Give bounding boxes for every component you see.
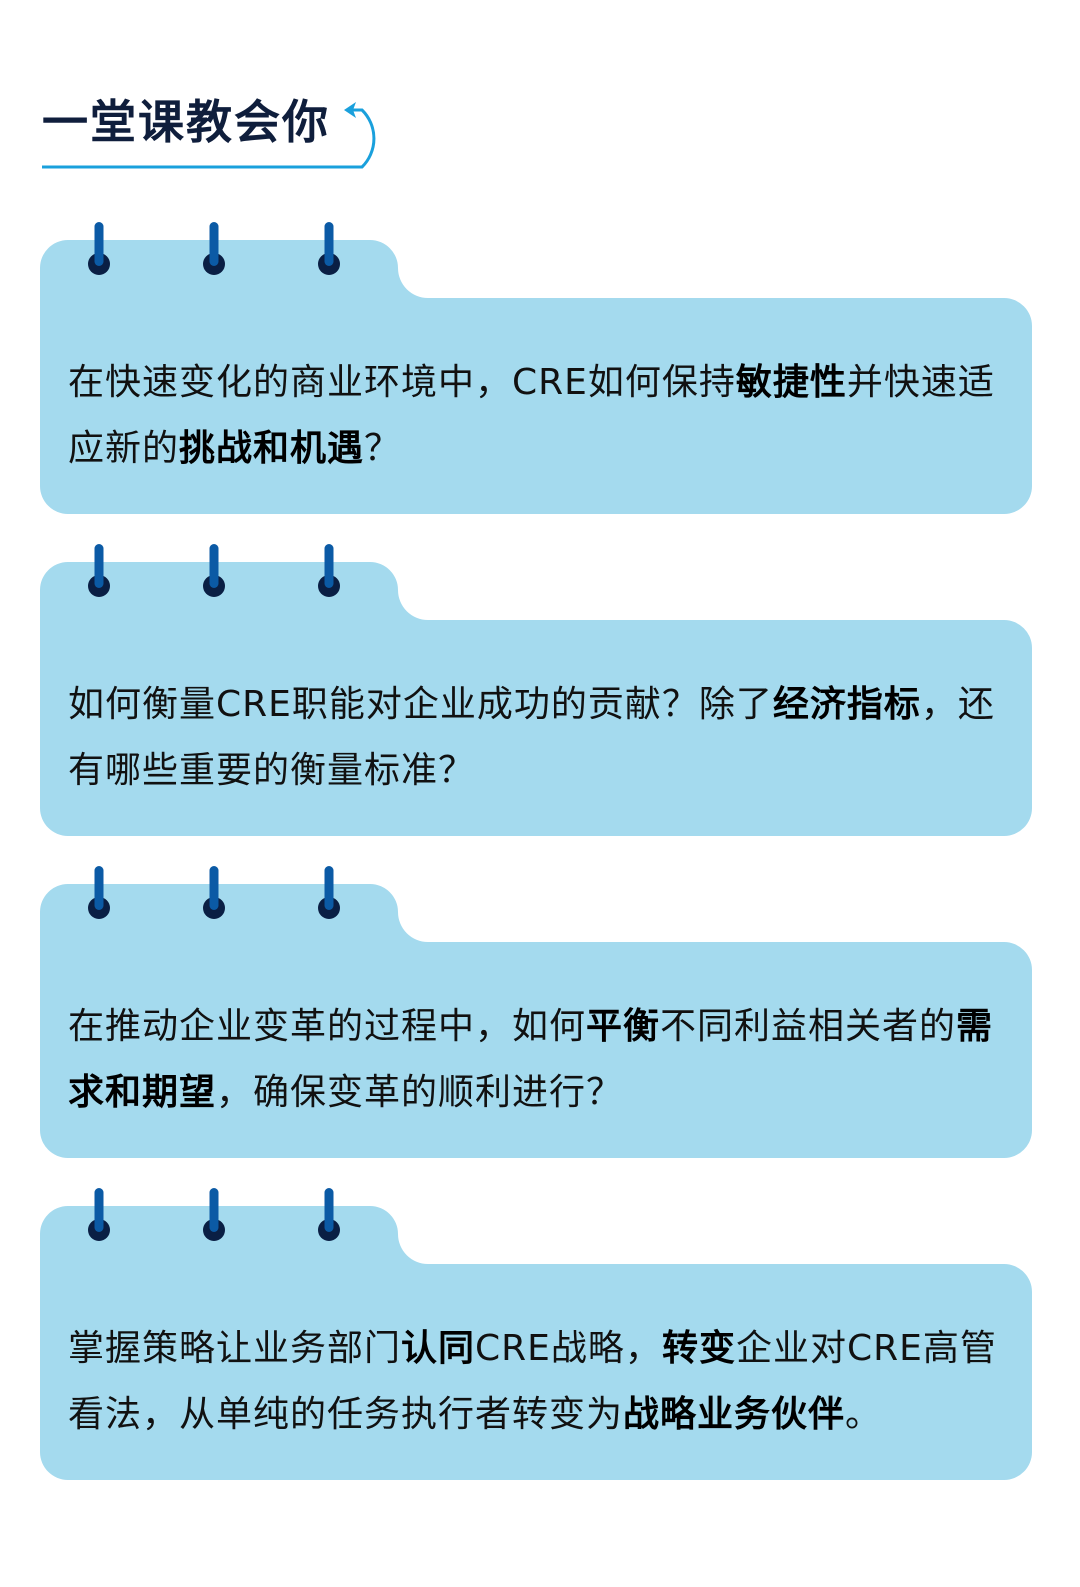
binder-ring-icon	[203, 222, 225, 275]
question-text: 在快速变化的商业环境中，CRE如何保持敏捷性并快速适应新的挑战和机遇？	[68, 350, 1018, 482]
binder-ring-icon	[88, 544, 110, 597]
body-text: 在快速变化的商业环境中，CRE如何保持	[68, 362, 736, 403]
body-text: ，还有哪些重要的衡量标准？	[68, 684, 995, 791]
binder-ring-icon	[88, 866, 110, 919]
page-title: 一堂课教会你	[42, 95, 330, 149]
question-text: 在推动企业变革的过程中，如何平衡不同利益相关者的需求和期望，确保变革的顺利进行？	[68, 994, 1018, 1126]
highlight-text: 经济指标	[772, 684, 921, 725]
curved-arrow-underline-icon	[42, 102, 376, 169]
binder-ring-icon	[318, 866, 340, 919]
binder-ring-icon	[203, 1188, 225, 1241]
card-background	[40, 1206, 1032, 1480]
body-text: 企业对CRE高管看法，从单纯的任务执行者转变为	[68, 1328, 997, 1435]
question-card-2: 如何衡量CRE职能对企业成功的贡献？除了经济指标，还有哪些重要的衡量标准？	[40, 544, 1032, 836]
body-text: 。	[845, 1394, 883, 1435]
body-text: CRE战略，	[475, 1328, 662, 1369]
body-text: ，确保变革的顺利进行？	[216, 1072, 624, 1113]
body-text: 在推动企业变革的过程中，如何	[68, 1006, 587, 1047]
body-text: ？	[364, 428, 402, 469]
highlight-text: 挑战和机遇	[179, 428, 365, 469]
highlight-text: 敏捷性	[735, 362, 847, 403]
card-background	[40, 562, 1032, 836]
question-card-3: 在推动企业变革的过程中，如何平衡不同利益相关者的需求和期望，确保变革的顺利进行？	[40, 866, 1032, 1158]
body-text: 并快速适应新的	[68, 362, 995, 469]
highlight-text: 战略业务伙伴	[623, 1394, 846, 1435]
binder-ring-icon	[203, 544, 225, 597]
question-card-4: 掌握策略让业务部门认同CRE战略，转变企业对CRE高管看法，从单纯的任务执行者转…	[40, 1188, 1032, 1480]
binder-ring-icon	[203, 866, 225, 919]
question-card-1: 在快速变化的商业环境中，CRE如何保持敏捷性并快速适应新的挑战和机遇？	[40, 222, 1032, 514]
binder-ring-icon	[88, 222, 110, 275]
card-background	[40, 240, 1032, 514]
binder-ring-icon	[318, 222, 340, 275]
body-text: 掌握策略让业务部门	[68, 1328, 402, 1369]
question-text: 如何衡量CRE职能对企业成功的贡献？除了经济指标，还有哪些重要的衡量标准？	[68, 672, 1018, 804]
body-text: 不同利益相关者的	[660, 1006, 957, 1047]
binder-ring-icon	[318, 1188, 340, 1241]
highlight-text: 需求和期望	[68, 1006, 994, 1113]
binder-ring-icon	[318, 544, 340, 597]
question-text: 掌握策略让业务部门认同CRE战略，转变企业对CRE高管看法，从单纯的任务执行者转…	[68, 1316, 1018, 1448]
card-background	[40, 884, 1032, 1158]
highlight-text: 转变	[661, 1328, 736, 1369]
body-text: 如何衡量CRE职能对企业成功的贡献？除了	[68, 684, 773, 725]
section-header: 一堂课教会你	[42, 80, 422, 175]
binder-ring-icon	[88, 1188, 110, 1241]
highlight-text: 认同	[401, 1328, 476, 1369]
highlight-text: 平衡	[586, 1006, 661, 1047]
